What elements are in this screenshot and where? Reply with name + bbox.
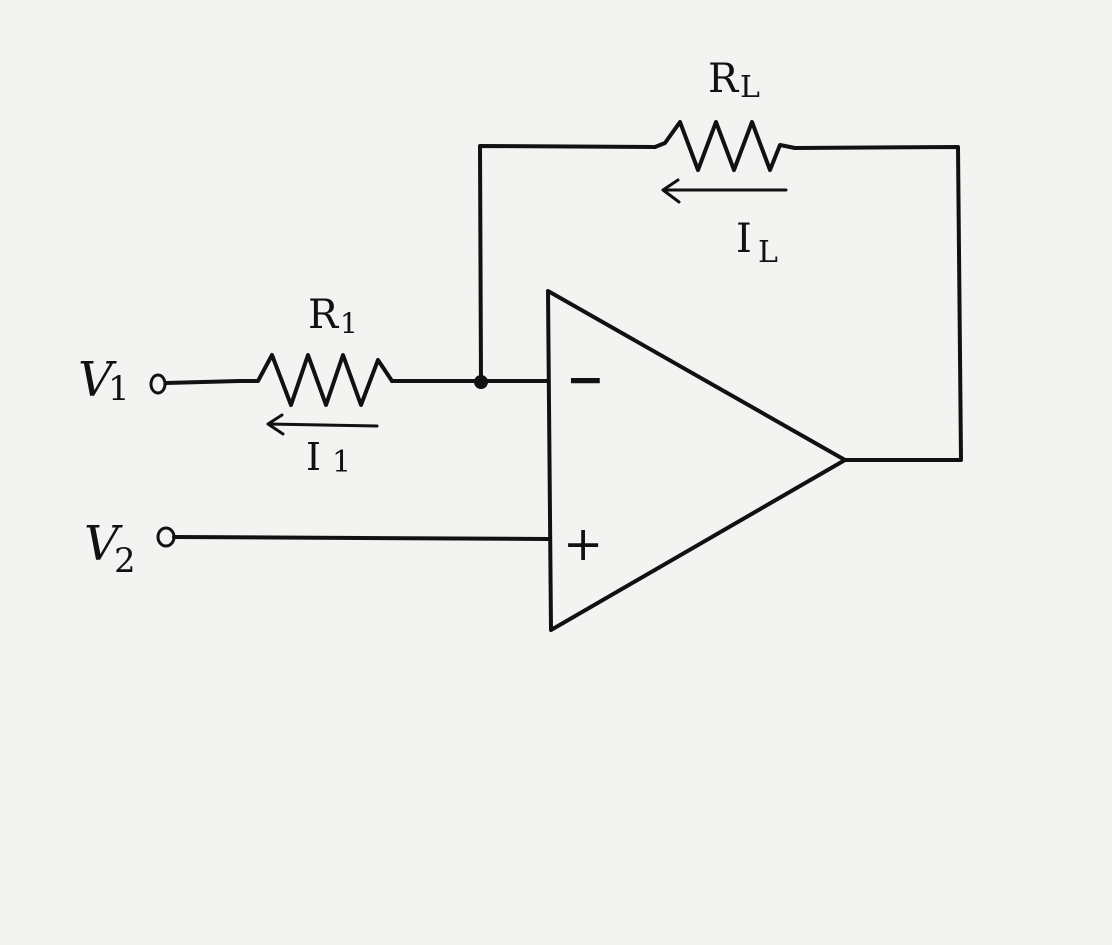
feedback-wire-left: [478, 144, 657, 384]
i1-arrow: [266, 413, 379, 436]
v2-input-wire: [172, 535, 550, 541]
opamp-triangle: [546, 289, 847, 632]
v2-subscript: 2: [114, 541, 136, 581]
v2-label: V: [84, 516, 123, 572]
il-subscript: L: [758, 235, 778, 270]
il-label: I: [736, 216, 752, 262]
feedback-wire-right: [793, 145, 963, 462]
inverting-input-symbol: −: [566, 352, 605, 406]
v1-terminal: [149, 373, 167, 395]
v1-input-wire: [164, 379, 242, 385]
rl-subscript: L: [740, 70, 760, 105]
il-arrow: [661, 178, 788, 204]
i1-label: I: [306, 435, 321, 479]
r1-label: R: [308, 292, 340, 338]
v2-terminal: [156, 526, 176, 548]
rl-label: R: [708, 56, 740, 102]
r1-subscript: 1: [340, 307, 358, 340]
v1-label: V: [78, 352, 117, 408]
rl-resistor: [653, 120, 797, 172]
i1-subscript: 1: [332, 445, 351, 480]
r1-resistor: [238, 353, 394, 407]
noninverting-input-symbol: +: [563, 516, 603, 572]
v1-subscript: 1: [108, 369, 130, 409]
